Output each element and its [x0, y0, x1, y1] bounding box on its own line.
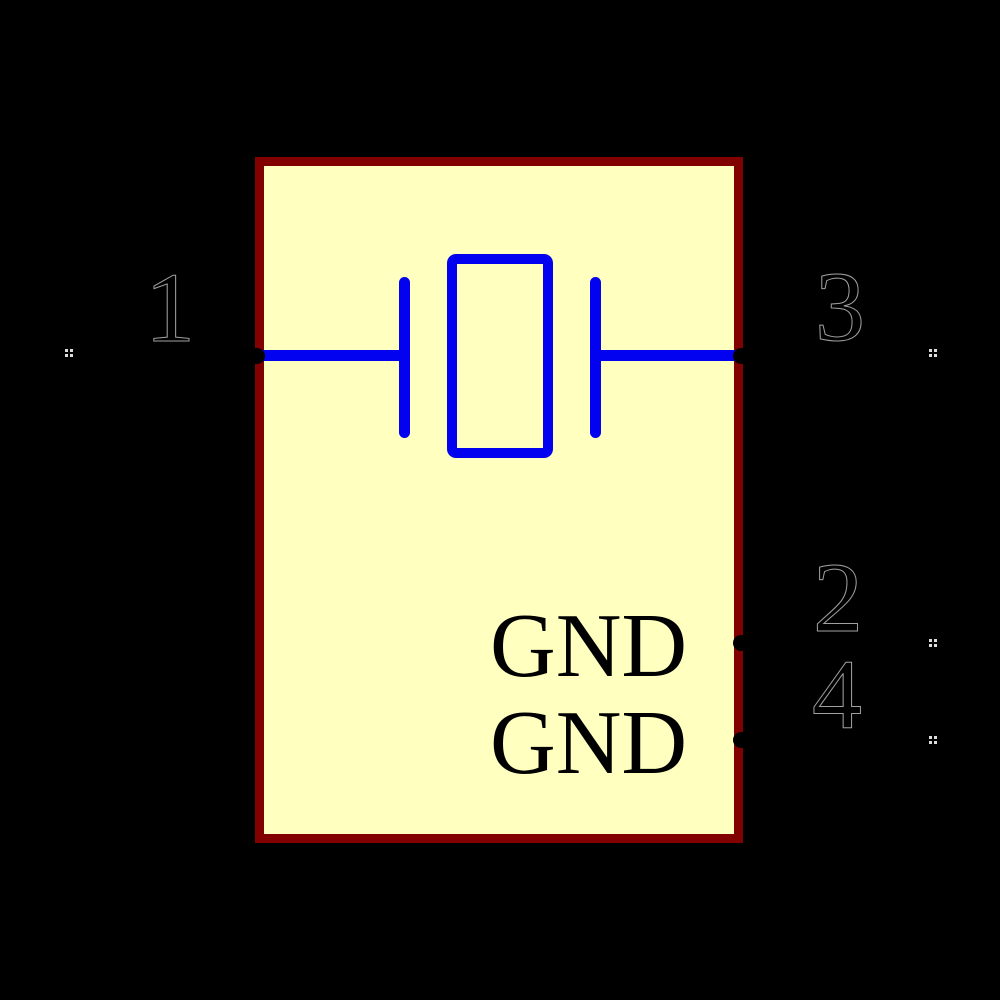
crystal-right-lead	[600, 350, 738, 361]
pin-3-terminal-marker[interactable]	[929, 349, 932, 352]
pin-3-number: 3	[815, 251, 866, 362]
pin-2-number: 2	[813, 542, 864, 653]
gnd-label-pin2: GND	[490, 595, 688, 696]
gnd-label-pin4: GND	[490, 692, 688, 793]
crystal-left-lead	[261, 350, 400, 361]
pin-3-connection-dot[interactable]	[733, 348, 749, 364]
component-body[interactable]	[255, 157, 743, 843]
pin-4-number: 4	[812, 639, 863, 750]
crystal-body-rect	[447, 254, 553, 458]
pin-1-terminal-marker[interactable]	[65, 349, 68, 352]
pin-1-number: 1	[145, 252, 196, 363]
pin-4-connection-dot[interactable]	[733, 732, 749, 748]
pin-2-connection-dot[interactable]	[733, 635, 749, 651]
crystal-right-plate	[590, 277, 601, 438]
pin-1-connection-dot[interactable]	[249, 348, 265, 364]
pin-2-terminal-marker[interactable]	[929, 639, 932, 642]
crystal-left-plate	[399, 277, 410, 438]
pin-4-terminal-marker[interactable]	[929, 736, 932, 739]
